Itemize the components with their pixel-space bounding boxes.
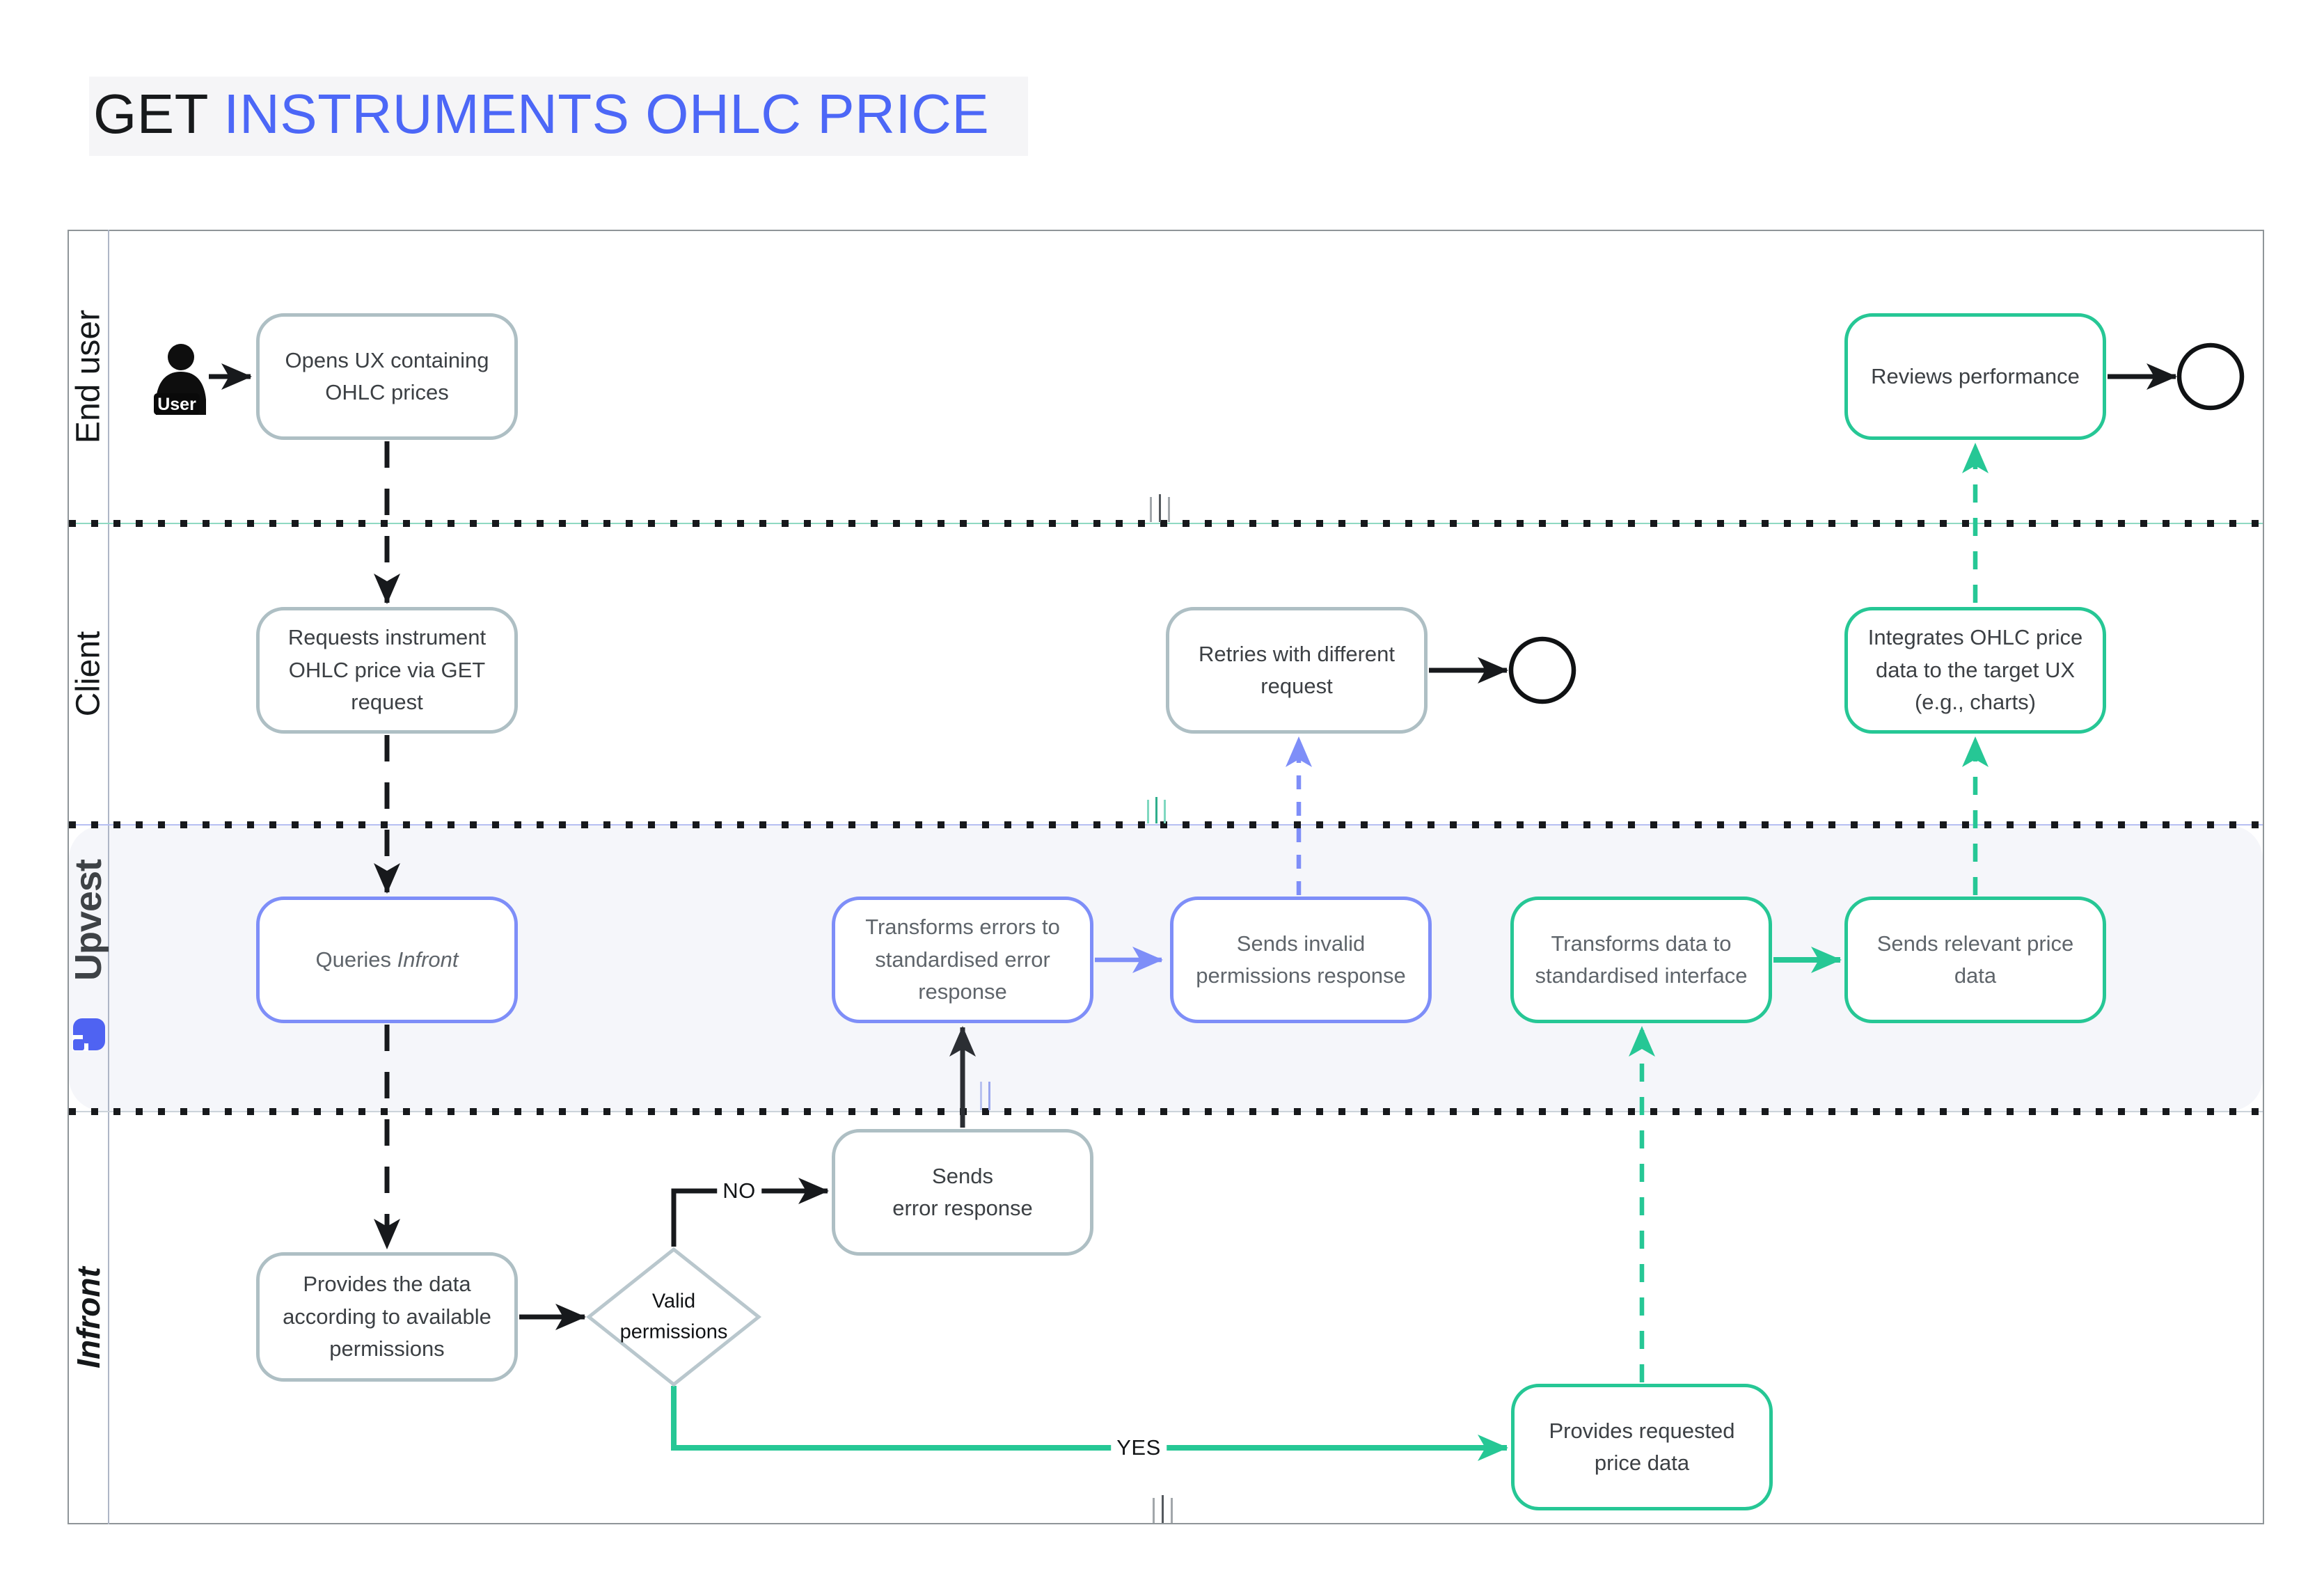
page-break-marker — [1150, 497, 1152, 522]
pool-border — [68, 230, 2264, 1524]
end-event-reviews — [2176, 342, 2245, 411]
task-label: Requests instrument OHLC price via GET r… — [287, 625, 487, 715]
task-transforms-errors: Transforms errors to standardised error … — [832, 897, 1093, 1023]
page-break-marker — [988, 1082, 990, 1110]
page-break-marker — [1168, 497, 1170, 522]
task-transforms-data: Transforms data to standardised interfac… — [1510, 897, 1772, 1023]
user-actor-icon: User — [154, 344, 206, 415]
task-label: Sends error response — [892, 1163, 1033, 1221]
task-label: Provides the data according to available… — [283, 1272, 491, 1361]
task-label: Queries Infront — [315, 947, 459, 972]
user-actor-label: User — [157, 395, 196, 414]
task-integrates-ohlc: Integrates OHLC price data to the target… — [1844, 607, 2106, 734]
lane-separator-dotted — [69, 821, 2263, 828]
task-label: Opens UX containing OHLC prices — [285, 347, 489, 405]
title-subject: INSTRUMENTS OHLC PRICE — [223, 83, 990, 145]
end-event-retries — [1508, 636, 1576, 704]
page-break-marker — [1147, 800, 1149, 823]
task-opens-ux: Opens UX containing OHLC prices — [256, 313, 518, 440]
edge-label-no: NO — [717, 1178, 761, 1203]
page-title: GET INSTRUMENTS OHLC PRICE — [89, 77, 1029, 156]
task-provides-data-permissions: Provides the data according to available… — [256, 1252, 518, 1382]
edge-gateway-no-to-sends-error — [671, 1178, 829, 1247]
task-sends-relevant-price: Sends relevant price data — [1844, 897, 2106, 1023]
task-label: Sends invalid permissions response — [1196, 931, 1406, 988]
task-queries-infront: Queries Infront — [256, 897, 518, 1023]
task-label: Reviews performance — [1871, 363, 2080, 388]
task-label: Sends relevant price data — [1876, 931, 2074, 988]
page-break-marker — [1159, 494, 1161, 522]
task-sends-error-response: Sends error response — [832, 1129, 1093, 1256]
page-break-marker — [1171, 1498, 1173, 1523]
page-break-marker — [1153, 1498, 1155, 1523]
gateway-valid-permissions-shape — [585, 1247, 762, 1387]
lane-separator-dotted — [69, 520, 2263, 527]
task-label: Transforms errors to standardised error … — [865, 915, 1060, 1004]
title-method: GET — [93, 83, 224, 145]
page-break-marker — [1162, 1495, 1164, 1523]
page-break-marker — [980, 1082, 982, 1110]
task-label: Integrates OHLC price data to the target… — [1867, 625, 2083, 715]
page-break-marker — [1164, 800, 1166, 823]
task-retries-request: Retries with different request — [1166, 607, 1428, 734]
task-provides-requested-price: Provides requested price data — [1511, 1384, 1773, 1510]
edge-gateway-yes-to-provides-requested — [671, 1386, 1508, 1461]
gateway-valid-permissions-label: Valid permissions — [619, 1290, 728, 1343]
task-requests-instrument: Requests instrument OHLC price via GET r… — [256, 607, 518, 734]
task-sends-invalid-permissions: Sends invalid permissions response — [1170, 897, 1432, 1023]
page-break-marker — [1155, 797, 1157, 823]
edge-label-yes: YES — [1111, 1435, 1167, 1460]
task-label: Retries with different request — [1199, 641, 1395, 699]
task-reviews-performance: Reviews performance — [1844, 313, 2106, 440]
task-label: Provides requested price data — [1549, 1418, 1735, 1476]
upvest-logo-icon — [72, 1018, 105, 1051]
lane-label-column-divider — [108, 230, 109, 1524]
lane-separator-dotted — [69, 1108, 2263, 1115]
task-label: Transforms data to standardised interfac… — [1535, 931, 1748, 988]
